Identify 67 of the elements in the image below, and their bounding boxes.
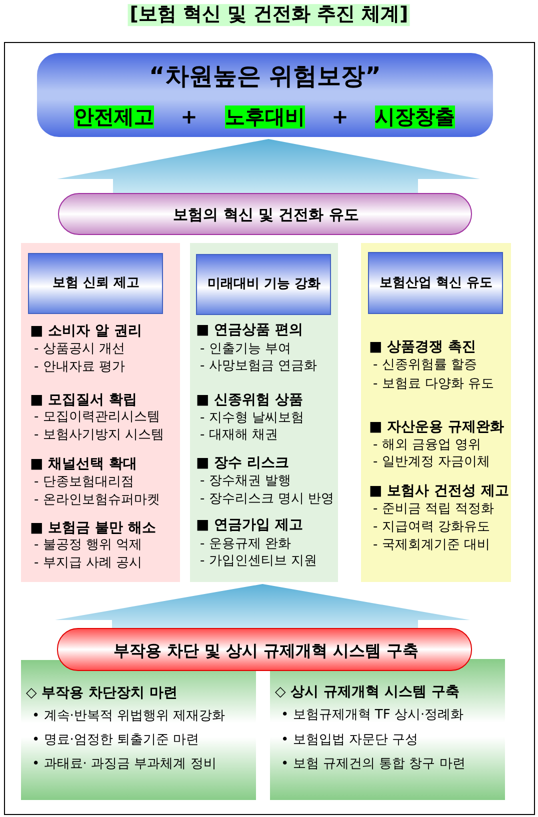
- plus-sign: +: [180, 106, 198, 128]
- header-box: [28, 253, 163, 314]
- list-item: - 지급여력 강화유도: [373, 520, 490, 536]
- list-item: - 상품공시 개선: [34, 342, 125, 358]
- plus-sign: +: [332, 106, 348, 128]
- list-item: • 보험규제개혁 TF 상시·정례화: [281, 708, 464, 724]
- list-item: • 과태료· 과징금 부과체계 정비: [32, 758, 216, 772]
- list-item: • 보험 규제건의 통합 창구 마련: [281, 758, 466, 772]
- list-item: - 보험사기방지 시스템: [34, 428, 164, 444]
- goal-label: 안전제고: [74, 106, 154, 128]
- pill-box: [58, 193, 472, 235]
- list-item: - 신종위험률 할증: [373, 358, 477, 374]
- header-label: 보험산업 혁신 유도: [379, 276, 493, 292]
- list-item: - 사망보험금 연금화: [200, 360, 317, 374]
- block-arrow: [55, 584, 470, 630]
- header-label: 미래대비 기능 강화: [207, 278, 321, 292]
- list-heading: ■ 모집질서 확립: [30, 392, 137, 408]
- list-item: - 단종보험대리점: [34, 476, 134, 490]
- header-label: 보험 신뢰 제고: [52, 276, 140, 292]
- pill-label: 보험의 혁신 및 건전화 유도: [173, 206, 359, 224]
- column-panel: [21, 243, 180, 582]
- list-heading: ■ 장수 리스크: [196, 454, 289, 472]
- pill-box: [57, 628, 472, 671]
- list-heading: ■ 자산운용 규제완화: [369, 418, 504, 436]
- list-item: - 준비금 적립 적정화: [373, 502, 494, 518]
- list-item: - 온라인보험슈퍼마켓: [34, 494, 160, 508]
- list-heading: ■ 보험금 불만 해소: [30, 520, 156, 536]
- title: [보험 혁신 및 건전화 추진 체계]: [128, 4, 410, 26]
- list-heading: ■ 채널선택 확대: [30, 456, 137, 472]
- list-item: - 부지급 사례 공시: [34, 556, 142, 572]
- list-item: - 운용규제 완화: [200, 538, 291, 552]
- list-heading: ■ 신종위험 상품: [196, 392, 303, 408]
- banner-heading: “차원높은 위험보장”: [149, 63, 381, 91]
- list-item: - 불공정 행위 억제: [34, 538, 142, 554]
- list-heading: ■ 소비자 알 권리: [30, 322, 142, 340]
- list-item: - 지수형 날씨보험: [200, 412, 304, 426]
- list-item: - 안내자료 평가: [34, 360, 125, 376]
- list-item: - 장수리스크 명시 반영: [200, 492, 334, 508]
- list-item: - 인출기능 부여: [200, 342, 291, 358]
- list-item: - 가입인센티브 지원: [200, 554, 317, 570]
- block-arrow: [57, 139, 480, 195]
- list-heading: ◇ 상시 규제개혁 시스템 구축: [275, 684, 460, 700]
- goal-label: 노후대비: [225, 106, 305, 128]
- list-item: - 장수채권 발행: [200, 474, 291, 490]
- list-heading: ■ 상품경쟁 촉진: [369, 338, 476, 356]
- list-item: - 보험료 다양화 유도: [373, 378, 494, 392]
- goal-label: 시장창출: [375, 106, 455, 128]
- list-heading: ■ 보험사 건전성 제고: [369, 482, 509, 500]
- list-item: - 모집이력관리시스템: [34, 410, 160, 426]
- list-item: - 해외 금융업 영위: [373, 438, 482, 454]
- list-item: - 대재해 채권: [200, 428, 278, 444]
- header-box: [368, 252, 503, 314]
- list-heading: ◇ 부작용 차단장치 마련: [26, 684, 178, 702]
- column-panel: [190, 243, 338, 582]
- list-heading: ■ 연금상품 편의: [196, 322, 303, 338]
- list-item: - 국제회계기준 대비: [373, 538, 490, 554]
- list-item: • 계속·반복적 위법행위 제재강화: [32, 710, 226, 724]
- banner-box: [37, 53, 493, 137]
- bottom-panel: [270, 659, 505, 800]
- list-heading: ■ 연금가입 제고: [196, 516, 303, 534]
- bottom-panel: [21, 660, 256, 800]
- list-item: - 일반계정 자금이체: [373, 456, 490, 470]
- column-panel: [361, 243, 511, 582]
- list-item: • 명료·엄정한 퇴출기준 마련: [32, 734, 200, 748]
- list-item: • 보험입법 자문단 구성: [281, 734, 418, 748]
- header-box: [196, 254, 331, 315]
- pill-label: 부작용 차단 및 상시 규제개혁 시스템 구축: [113, 642, 419, 660]
